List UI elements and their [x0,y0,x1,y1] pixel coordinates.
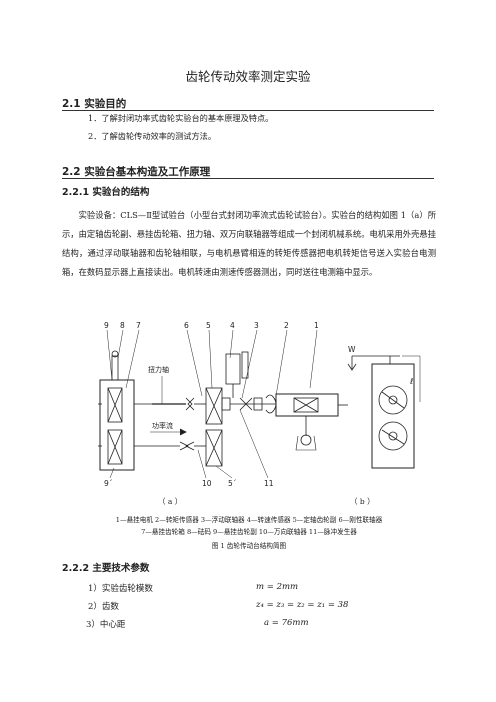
spec-label-module: 1）实验齿轮模数 [88,584,153,594]
label-9-prime: 9´ [104,479,113,488]
spec-value-teeth: z₄ = z₃ = z₂ = z₁ = 38 [256,600,349,610]
spec-value-module: m = 2mm [256,582,299,592]
structure-paragraph: 实验设备：CLS—Ⅱ型试验台（小型台式封闭功率流式齿轮试验台）。实验台的结构如图… [62,206,436,282]
subsection-heading-specs: 2.2.2 主要技术参数 [62,563,150,574]
section-rule [62,110,434,111]
figure-caption: 图 1 齿轮传动台结构简图 [211,542,287,550]
label-7: 7 [136,321,141,330]
label-2: 2 [284,321,289,330]
label-3: 3 [254,321,259,330]
spec-label-center-distance: 3）中心距 [86,620,126,630]
label-5-prime: 5´ [228,479,237,488]
objective-item-1: 1．了解封闭功率式齿轮实验台的基本原理及特点。 [88,113,274,123]
label-9: 9 [104,321,109,330]
section-heading-objectives: 2.1 实验目的 [62,98,127,110]
structure-paragraph-text: 实验设备：CLS—Ⅱ型试验台（小型台式封闭功率流式齿轮试验台）。实验台的结构如图… [62,210,436,277]
page-title: 齿轮传动效率测定实验 [185,69,311,84]
spec-label-teeth: 2）齿数 [88,602,119,612]
label-6: 6 [184,321,189,330]
label-8: 8 [120,321,125,330]
figure-legend-line-1: 1—悬挂电机 2—转矩传感器 3—浮动联轴器 4—转速传感器 5—定轴齿轮副 6… [115,516,383,524]
figure-legend-line-2: 7—悬挂齿轮箱 8—砝码 9—悬挂齿轮副 10—万向联轴器 11—脉冲发生器 [141,528,357,536]
label-l: ℓ [409,377,413,386]
label-5: 5 [206,321,211,330]
label-torsion-shaft: 扭力轴 [148,365,169,374]
gear-test-rig-diagram: 9 8 7 6 5 4 3 2 1 扭力轴 功率流 [98,321,421,488]
section-rule [62,178,434,179]
label-10: 10 [202,479,212,488]
subfigure-b-label: （ b ） [350,497,375,506]
section-heading-structure: 2.2 实验台基本构造及工作原理 [62,166,211,178]
label-power-flow: 功率流 [152,421,173,430]
label-11: 11 [264,479,274,488]
subsection-heading-structure: 2.2.1 实验台的结构 [62,187,150,198]
label-4: 4 [230,321,235,330]
label-1: 1 [314,321,319,330]
subfigure-a-label: （ a ） [158,497,183,506]
spec-value-center-distance: a = 76mm [264,618,309,628]
objective-item-2: 2．了解齿轮传动效率的测试方法。 [88,131,217,141]
label-w: W [348,345,356,354]
